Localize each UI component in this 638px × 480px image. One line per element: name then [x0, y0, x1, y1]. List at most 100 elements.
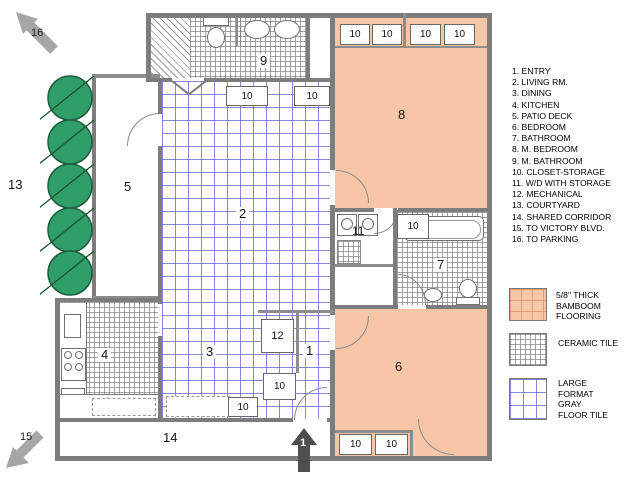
wall — [410, 430, 413, 456]
closet-label-chip: 10 — [339, 434, 372, 455]
wall — [92, 74, 96, 300]
legend-item: 1. ENTRY — [512, 66, 551, 76]
legend-item: 14. SHARED CORRIDOR — [512, 211, 612, 222]
legend-item: 12. MECHANICAL — [512, 189, 583, 200]
wall — [327, 418, 335, 422]
closet-number: 10 — [385, 439, 398, 450]
closet-number: 10 — [453, 29, 466, 40]
wall — [55, 418, 293, 422]
legend-room-list: 1. ENTRY 2. LIVING RM. 3. DINING 4. KITC… — [512, 66, 636, 245]
legend-item: 4. KITCHEN — [512, 99, 560, 110]
room-label-m-bedroom: 8 — [398, 107, 406, 122]
wall — [330, 13, 335, 170]
room-label-entry: 1 — [303, 344, 317, 358]
sink — [424, 288, 442, 302]
wall — [335, 46, 487, 48]
stove-burner — [75, 351, 83, 359]
m-bedroom-floor — [335, 16, 487, 208]
wd-storage-grid — [337, 240, 361, 264]
closet-label-chip: 10 — [397, 214, 429, 239]
closet-number: 10 — [237, 401, 249, 413]
closet-label-chip: 10 — [294, 86, 330, 106]
washer-door — [341, 218, 353, 230]
toilet-tank — [203, 17, 229, 26]
upper-cabinets-dashed — [92, 398, 156, 416]
legend-item: 2. LIVING RM. — [512, 77, 568, 88]
legend-item: 10. CLOSET-STORAGE — [512, 166, 605, 177]
to-parking-arrow-icon — [16, 12, 58, 54]
shower-hatch-area — [150, 16, 190, 78]
wall — [487, 13, 492, 461]
room-label-dining: 3 — [203, 345, 217, 359]
wall — [403, 13, 406, 48]
closet-label-chip: 10 — [375, 434, 408, 455]
corridor-floor — [60, 422, 332, 456]
wall — [330, 208, 374, 212]
room-label-courtyard: 13 — [8, 177, 23, 192]
closet-number: 10 — [349, 29, 361, 40]
legend-item: 7. BATHROOM — [512, 133, 571, 144]
mechanical-number: 12 — [271, 330, 284, 342]
living-dining-floor — [162, 81, 330, 419]
legend-item: 6. BEDROOM — [512, 122, 566, 133]
sink — [244, 20, 270, 39]
closet-label-chip: 10 — [410, 24, 441, 45]
to-victory-arrow-icon — [6, 430, 44, 468]
wall — [158, 336, 162, 422]
legend-item: 11. W/D WITH STORAGE — [512, 178, 611, 189]
wall — [55, 298, 60, 461]
toilet-bowl — [459, 279, 477, 298]
wall — [258, 310, 334, 313]
material-swatch-gray-tile — [509, 378, 547, 420]
wall — [92, 74, 160, 78]
closet-label-chip: 10 — [263, 373, 296, 400]
closet-number: 10 — [407, 221, 419, 232]
sink — [274, 20, 300, 39]
wall — [146, 13, 151, 82]
wall — [55, 456, 492, 461]
closet-number: 10 — [306, 90, 318, 102]
closet-number: 10 — [241, 90, 253, 102]
stove-burner — [75, 363, 83, 371]
legend-item: 5. PATIO DECK — [512, 110, 573, 121]
wall — [426, 305, 492, 309]
wall — [306, 13, 310, 82]
closet-label-chip: 10 — [226, 86, 268, 106]
toilet-bowl — [207, 27, 225, 48]
courtyard-trees — [40, 75, 95, 296]
wall — [55, 298, 160, 302]
legend-item: 8. M. BEDROOM — [512, 144, 578, 155]
toilet-partition — [236, 16, 238, 46]
wall — [330, 350, 335, 456]
material-swatch-ceramic — [509, 333, 547, 366]
stove-burner — [64, 351, 72, 359]
legend-item: 16. TO PARKING — [512, 234, 579, 245]
wall — [393, 208, 397, 308]
closet-label-chip: 10 — [444, 24, 475, 45]
stove-burner — [64, 363, 72, 371]
room-label-bathroom: 7 — [434, 258, 448, 272]
wall — [335, 264, 393, 267]
closet-number: 10 — [419, 29, 432, 40]
material-label-bamboo: 5/8" THICK BAMBOOM FLOORING — [556, 290, 601, 322]
kitchen-sink — [64, 314, 81, 338]
closet-number: 10 — [349, 439, 362, 450]
legend-item: 9. M. BATHROOM — [512, 155, 583, 166]
wall — [146, 13, 492, 18]
wall — [204, 78, 334, 82]
legend-item: 3. DINING — [512, 88, 552, 99]
room-label-patio: 5 — [124, 179, 132, 194]
material-label-ceramic: CERAMIC TILE — [558, 338, 619, 348]
wall — [330, 305, 398, 309]
wall — [158, 146, 162, 304]
toilet-tank — [456, 297, 480, 305]
entry-arrow-label: 1 — [300, 437, 307, 449]
wall — [158, 78, 162, 114]
legend-item: 15. TO VICTORY BLVD. — [512, 222, 605, 233]
room-label-wd: 11 — [352, 224, 365, 238]
wall — [335, 430, 413, 433]
dryer-door — [362, 218, 374, 230]
closet-label-chip: 10 — [340, 24, 370, 45]
legend-item: 13. COURTYARD — [512, 200, 580, 211]
